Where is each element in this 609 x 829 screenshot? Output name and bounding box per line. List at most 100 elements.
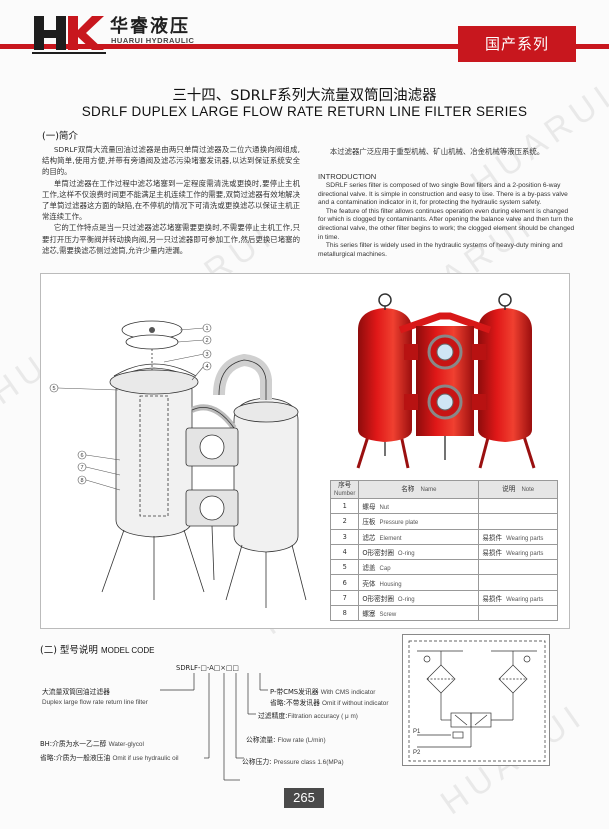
header-number-en: Number xyxy=(334,491,356,497)
part-note-cn: 易损件 xyxy=(482,594,503,603)
intro-paragraph-en: SDRLF series filter is composed of two s… xyxy=(318,182,568,207)
accuracy-field: 过滤精度:Filtration accuracy ( μ m) xyxy=(258,710,358,720)
callout-1: 1 xyxy=(205,326,208,332)
part-name-en: O-ring xyxy=(397,596,415,603)
part-name-cn: 压板 xyxy=(362,518,376,527)
part-number: 3 xyxy=(329,528,360,545)
accuracy-cn: 过滤精度: xyxy=(258,712,288,720)
brand-name-cn: 华睿液压 xyxy=(110,16,190,37)
part-number: 7 xyxy=(329,589,360,607)
part-number: 6 xyxy=(329,574,360,591)
header-note-cn: 说明 xyxy=(502,485,516,493)
header-rule xyxy=(0,44,609,49)
part-note xyxy=(478,513,558,530)
part-name-en: Screw xyxy=(379,612,397,619)
medium-omit-en: Omit if use hydraulic oil xyxy=(112,755,179,762)
part-name-cn: 螺母 xyxy=(362,503,376,512)
intro-paragraph: SDRLF双筒大流量回油过滤器是由两只单筒过滤器及二位六通换向阀组成,结构简单,… xyxy=(42,145,300,177)
model-name-en-text: Duplex large flow rate return line filte… xyxy=(42,699,148,706)
section-heading-intro: (一)简介 xyxy=(42,131,78,142)
page-title-cn: 三十四、SDRLF系列大流量双筒回油滤器 xyxy=(172,88,437,104)
intro-paragraph-en: The feature of this filter allows contin… xyxy=(318,207,575,241)
intro-paragraph: 它的工作特点是当一只过滤器滤芯堵塞需要更换时,不需要停止主机工作,只要打开压力平… xyxy=(42,223,300,255)
port-p2-label: P2 xyxy=(413,750,421,756)
header-name: 名称 Name xyxy=(358,480,480,499)
no-indicator-cn: 省略:不带发讯器 xyxy=(270,699,320,707)
callout-4: 4 xyxy=(205,364,208,370)
part-name-en: Housing xyxy=(379,581,402,588)
medium-bh-cn: BH:介质为水一乙二醇 xyxy=(40,740,107,748)
schematic-symbol-icon: P1 P2 xyxy=(408,640,546,762)
flow-field: 公称流量: Flow rate (L/min) xyxy=(246,734,326,744)
header-note-en: Note xyxy=(521,487,535,493)
part-note-en: Wearing parts xyxy=(506,551,544,558)
intro-paragraph: 单筒过滤器在工作过程中滤芯堵塞到一定程度需清洗或更换时,要停止主机工作,这样不仅… xyxy=(42,178,300,222)
section-heading-model-code: (二) 型号说明 MODEL CODE xyxy=(40,642,154,656)
no-indicator-option: 省略:不带发讯器 Omit if without indicator xyxy=(270,697,388,707)
model-name-cn: 大流量双筒回油过滤器 xyxy=(42,688,110,696)
part-name-en: Pressure plate xyxy=(379,520,419,527)
hydraulic-schematic: P1 P2 xyxy=(402,634,550,766)
no-indicator-en: Omit if without indicator xyxy=(322,700,389,707)
part-name-en: Cap xyxy=(379,566,391,573)
header-name-en: Name xyxy=(420,487,437,493)
filter-cutaway-drawing: 1 2 3 4 5 6 7 8 xyxy=(49,320,307,608)
series-tab: 国产系列 xyxy=(458,26,576,62)
indicator-option: P-带CMS发讯器 With CMS indicator xyxy=(270,686,375,696)
product-photo xyxy=(356,293,536,469)
part-number: 2 xyxy=(329,513,360,530)
header-name-cn: 名称 xyxy=(401,485,415,493)
model-code-string: SDRLF-□-A□×□□ xyxy=(176,664,239,672)
part-note-en: Wearing parts xyxy=(506,596,544,603)
page-header: 华睿液压 HUARUI HYDRAULIC 国产系列 xyxy=(0,0,609,68)
medium-bh: BH:介质为水一乙二醇 Water-glycol xyxy=(40,738,144,748)
part-note-en: Wearing parts xyxy=(506,535,544,542)
part-number: 1 xyxy=(329,497,360,515)
part-number: 8 xyxy=(329,605,360,622)
part-number: 5 xyxy=(329,559,360,576)
page-title-en: SDRLF DUPLEX LARGE FLOW RATE RETURN LINE… xyxy=(81,104,528,119)
callout-6: 6 xyxy=(80,453,83,459)
indicator-cn: P-带CMS发讯器 xyxy=(270,688,319,696)
pressure-en: Pressure class 1.6(MPa) xyxy=(273,759,344,766)
part-note xyxy=(478,559,558,576)
callout-7: 7 xyxy=(80,465,83,471)
part-name-cn: 壳体 xyxy=(362,579,376,588)
callout-5: 5 xyxy=(52,386,55,392)
callout-3: 3 xyxy=(205,352,208,358)
part-number: 4 xyxy=(329,543,360,561)
intro-text-en: SDRLF series filter is composed of two s… xyxy=(318,182,576,259)
intro-text-cn: SDRLF双筒大流量回油过滤器是由两只单筒过滤器及二位六通换向阀组成,结构简单,… xyxy=(42,144,300,256)
application-text-cn: 本过滤器广泛应用于重型机械、矿山机械、冶金机械等液压系统。 xyxy=(329,147,545,156)
part-name-cn: O形密封圈 xyxy=(362,594,394,603)
part-note xyxy=(478,497,558,515)
flow-cn: 公称流量: xyxy=(246,736,276,744)
intro-paragraph-en: This series filter is widely used in the… xyxy=(318,242,563,258)
brand-name-en: HUARUI HYDRAULIC xyxy=(111,36,195,45)
header-number: 序号 Number xyxy=(329,480,360,499)
part-note xyxy=(478,605,558,622)
callout-2: 2 xyxy=(205,338,208,344)
part-note-cn: 易损件 xyxy=(482,533,503,542)
part-note-cn: 易损件 xyxy=(482,549,503,558)
part-name-cn: 滤盖 xyxy=(362,564,376,573)
page-number: 265 xyxy=(284,788,324,808)
callout-8: 8 xyxy=(80,478,83,484)
medium-bh-en: Water-glycol xyxy=(108,741,144,748)
medium-omit: 省略:介质为一般液压油 Omit if use hydraulic oil xyxy=(40,752,179,762)
port-p1-label: P1 xyxy=(413,729,421,735)
